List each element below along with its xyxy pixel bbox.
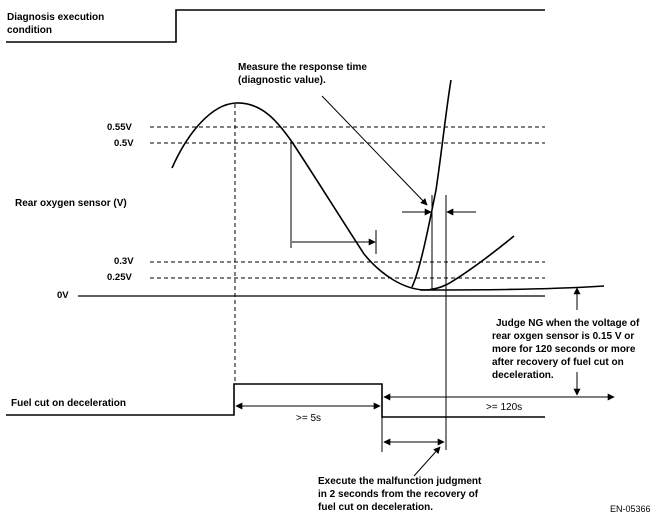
judge-ng-annotation-line5: deceleration.	[492, 370, 554, 381]
interval-120s-label: >= 120s	[486, 402, 523, 413]
judge-ng-annotation-line1: Judge NG when the voltage of	[496, 318, 640, 329]
tick-label-0.5v: 0.5V	[114, 138, 134, 149]
execute-annotation-line3: fuel cut on deceleration.	[318, 502, 434, 513]
fuel-cut-signal	[6, 383, 545, 418]
response-time-annotation-line1: Measure the response time	[238, 62, 367, 73]
response-leader-arrow	[321, 95, 428, 206]
execute-leader-arrow	[413, 446, 441, 477]
sensor-recovery-curve	[447, 235, 515, 285]
judge-ng-annotation-line3: more for 120 seconds or more	[492, 344, 636, 355]
sensor-rise-curve	[411, 79, 452, 288]
execute-annotation-line2: in 2 seconds from the recovery of	[318, 489, 479, 500]
fuel-cut-label: Fuel cut on deceleration	[11, 398, 127, 409]
sensor-low-curve	[419, 285, 605, 291]
diagnosis-condition-signal	[6, 9, 545, 43]
rear-oxygen-sensor-label: Rear oxygen sensor (V)	[15, 198, 127, 209]
judge-ng-annotation-line4: after recovery of fuel cut on	[492, 357, 624, 368]
tick-label-0.25v: 0.25V	[107, 272, 132, 283]
interval-5s-label: >= 5s	[296, 413, 322, 424]
tick-label-0v: 0V	[57, 290, 69, 301]
diagnosis-condition-label-line2: condition	[7, 25, 52, 36]
tick-label-0.3v: 0.3V	[114, 256, 134, 267]
execute-annotation-line1: Execute the malfunction judgment	[318, 476, 482, 487]
tick-label-0.55v: 0.55V	[107, 122, 132, 133]
figure-reference-code: EN-05366	[610, 504, 651, 514]
diagnosis-condition-label-line1: Diagnosis execution	[7, 12, 105, 23]
response-time-annotation-line2: (diagnostic value).	[238, 75, 326, 86]
judge-ng-annotation-line2: rear oxgen sensor is 0.15 V or	[492, 331, 635, 342]
